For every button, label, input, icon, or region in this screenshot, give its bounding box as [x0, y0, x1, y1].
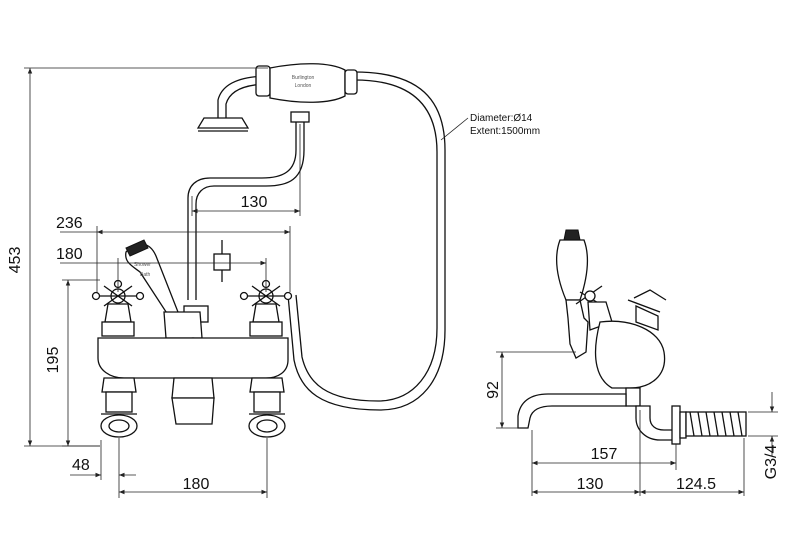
dim-453: 453 — [7, 247, 24, 274]
hose-note: Diameter:Ø14 Extent:1500mm — [440, 113, 540, 141]
tap-body — [97, 337, 289, 425]
dim-124-5: 124.5 — [676, 476, 716, 493]
side-lever — [555, 229, 589, 359]
dim-157: 157 — [591, 446, 618, 463]
handset-city-text: London — [295, 83, 312, 89]
dim-g3-4: G3/4 — [763, 445, 780, 480]
handset-pipe — [187, 111, 310, 300]
shower-hose — [287, 71, 446, 411]
dim-92: 92 — [485, 381, 502, 399]
right-cross-handle — [239, 279, 293, 337]
hose-connector — [183, 240, 231, 323]
dim-180-bottom: 180 — [183, 476, 210, 493]
dim-236: 236 — [56, 215, 83, 232]
left-cross-handle — [91, 279, 145, 337]
shower-rose — [196, 75, 271, 132]
lever-label-shower: Shower — [134, 262, 151, 268]
dim-48: 48 — [72, 457, 90, 474]
side-view: 92 157 130 124.5 G3/4 — [485, 229, 780, 496]
thread-lines — [689, 411, 743, 437]
front-dimensions: 453 130 236 180 195 — [7, 67, 301, 498]
dim-130-front: 130 — [241, 194, 268, 211]
side-body — [517, 289, 747, 445]
handset-handle: Burlington London — [255, 63, 358, 103]
front-view: Burlington London Shower Bath — [7, 63, 540, 498]
side-dimensions: 92 157 130 124.5 G3/4 — [485, 351, 780, 496]
dim-130-side: 130 — [577, 476, 604, 493]
hose-extent-text: Extent:1500mm — [470, 126, 540, 137]
tap-legs — [100, 391, 286, 438]
dim-180-top: 180 — [56, 246, 83, 263]
lever-label-bath: Bath — [140, 272, 151, 278]
handset-brand-text: Burlington — [292, 75, 315, 81]
dim-195: 195 — [45, 347, 62, 374]
hose-diameter-text: Diameter:Ø14 — [470, 113, 533, 124]
